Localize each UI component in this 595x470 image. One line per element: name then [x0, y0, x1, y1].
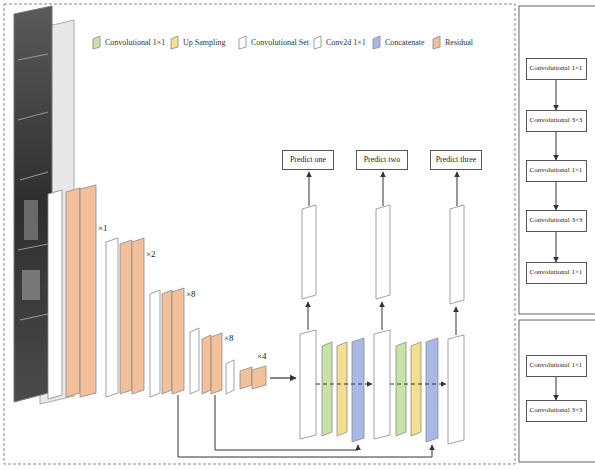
predict-box: Predict one	[282, 150, 334, 170]
legend-swatch-shape	[314, 36, 321, 49]
legend-text: Conv2d 1×1	[326, 38, 366, 47]
legend-swatch	[372, 35, 382, 50]
legend-item: Up Sampling	[170, 35, 225, 50]
box-text: Convolutional 3×3	[530, 407, 583, 415]
repeat-count: ×4	[256, 352, 268, 361]
input-image	[14, 6, 52, 402]
repeat-count: ×1	[97, 224, 109, 233]
legend-swatch	[313, 35, 323, 50]
layer-box: Convolutional 1×1	[526, 58, 587, 80]
flow-arrow	[556, 132, 557, 160]
legend-item: Convolutional 1×1	[92, 35, 165, 50]
legend-swatch-shape	[373, 36, 380, 49]
legend-item: Residual	[432, 35, 473, 50]
legend-item: Conv2d 1×1	[313, 35, 366, 50]
layer-box: Convolutional 1×1	[526, 262, 587, 284]
image-texture	[18, 54, 48, 320]
backbone-layers	[48, 185, 266, 399]
legend-swatch	[92, 35, 102, 50]
frame	[4, 4, 515, 464]
legend-swatch-shape	[171, 36, 178, 49]
legend-swatch-shape	[93, 36, 100, 49]
flow-arrow	[556, 232, 557, 262]
layer-box: Convolutional 1×1	[526, 160, 587, 182]
legend-text: Convolutional 1×1	[105, 38, 165, 47]
layer-box: Convolutional 1×1	[526, 355, 587, 377]
legend-text: Up Sampling	[183, 38, 225, 47]
layer-box: Convolutional 3×3	[526, 210, 587, 232]
legend-swatch	[170, 35, 180, 50]
legend-item: Concatenate	[372, 35, 425, 50]
layer-box: Convolutional 3×3	[526, 400, 587, 422]
neck-arrows	[178, 172, 457, 457]
box-text: Convolutional 1×1	[530, 362, 583, 370]
repeat-count: ×2	[145, 250, 157, 259]
legend-text: Convolutional Set	[251, 38, 309, 47]
box-text: Convolutional 1×1	[530, 167, 583, 175]
predict-box: Predict two	[356, 150, 408, 170]
neck-layers	[300, 205, 464, 444]
predict-box: Predict three	[430, 150, 482, 170]
flow-arrow	[556, 377, 557, 400]
box-text: Convolutional 3×3	[530, 217, 583, 225]
residual-panel	[519, 320, 595, 462]
legend-swatch	[238, 35, 248, 50]
flow-arrow	[270, 377, 296, 378]
legend-item: Convolutional Set	[238, 35, 309, 50]
legend-text: Residual	[445, 38, 473, 47]
flow-arrow	[556, 182, 557, 210]
layer-box: Convolutional 3×3	[526, 110, 587, 132]
legend-swatch	[432, 35, 442, 50]
set-panel	[519, 6, 595, 314]
box-text: Convolutional 1×1	[530, 65, 583, 73]
box-text: Convolutional 1×1	[530, 269, 583, 277]
repeat-count: ×8	[185, 290, 197, 299]
flow-arrow	[556, 80, 557, 110]
legend-swatch-shape	[433, 36, 440, 49]
box-text: Predict two	[364, 156, 401, 165]
box-text: Convolutional 3×3	[530, 117, 583, 125]
box-text: Predict one	[290, 156, 326, 165]
legend-text: Concatenate	[385, 38, 425, 47]
repeat-count: ×8	[223, 334, 235, 343]
box-text: Predict three	[436, 156, 477, 165]
legend-swatch-shape	[239, 36, 246, 49]
